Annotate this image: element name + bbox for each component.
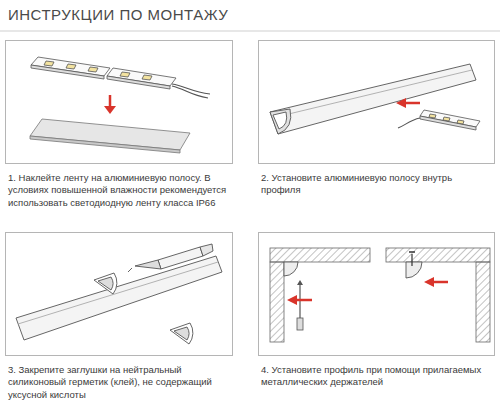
mounting-right [386, 248, 490, 342]
led-strip [398, 110, 480, 130]
arrow [424, 277, 448, 287]
step-caption: 3. Закрепите заглушки на нейтральный сил… [8, 364, 232, 401]
led-strip [31, 57, 210, 98]
sealant-tube [128, 244, 213, 272]
step-panel: 4. Установите профиль при помощи прилага… [258, 232, 495, 356]
step-caption: 1. Наклейте ленту на алюминиевую полосу.… [8, 172, 232, 209]
step-panel: 3. Закрепите заглушки на нейтральный сил… [5, 232, 233, 356]
profile [270, 64, 476, 134]
arrow [287, 295, 312, 305]
mounting-left [270, 248, 370, 342]
panel-frames [6, 41, 495, 356]
arrow [396, 98, 420, 108]
step-caption: 2. Установите алюминиевую полосу внутрь … [261, 172, 494, 197]
arrow [104, 95, 116, 114]
step-panel: 1. Наклейте ленту на алюминиевую полосу.… [5, 40, 233, 164]
title-rule [0, 31, 500, 32]
end-cap [94, 273, 193, 344]
step-caption: 4. Установите профиль при помощи прилага… [261, 364, 494, 389]
step-panel: 2. Установите алюминиевую полосу внутрь … [258, 40, 495, 164]
page-title: ИНСТРУКЦИИ ПО МОНТАЖУ [8, 6, 228, 23]
aluminium-strip [30, 119, 190, 153]
